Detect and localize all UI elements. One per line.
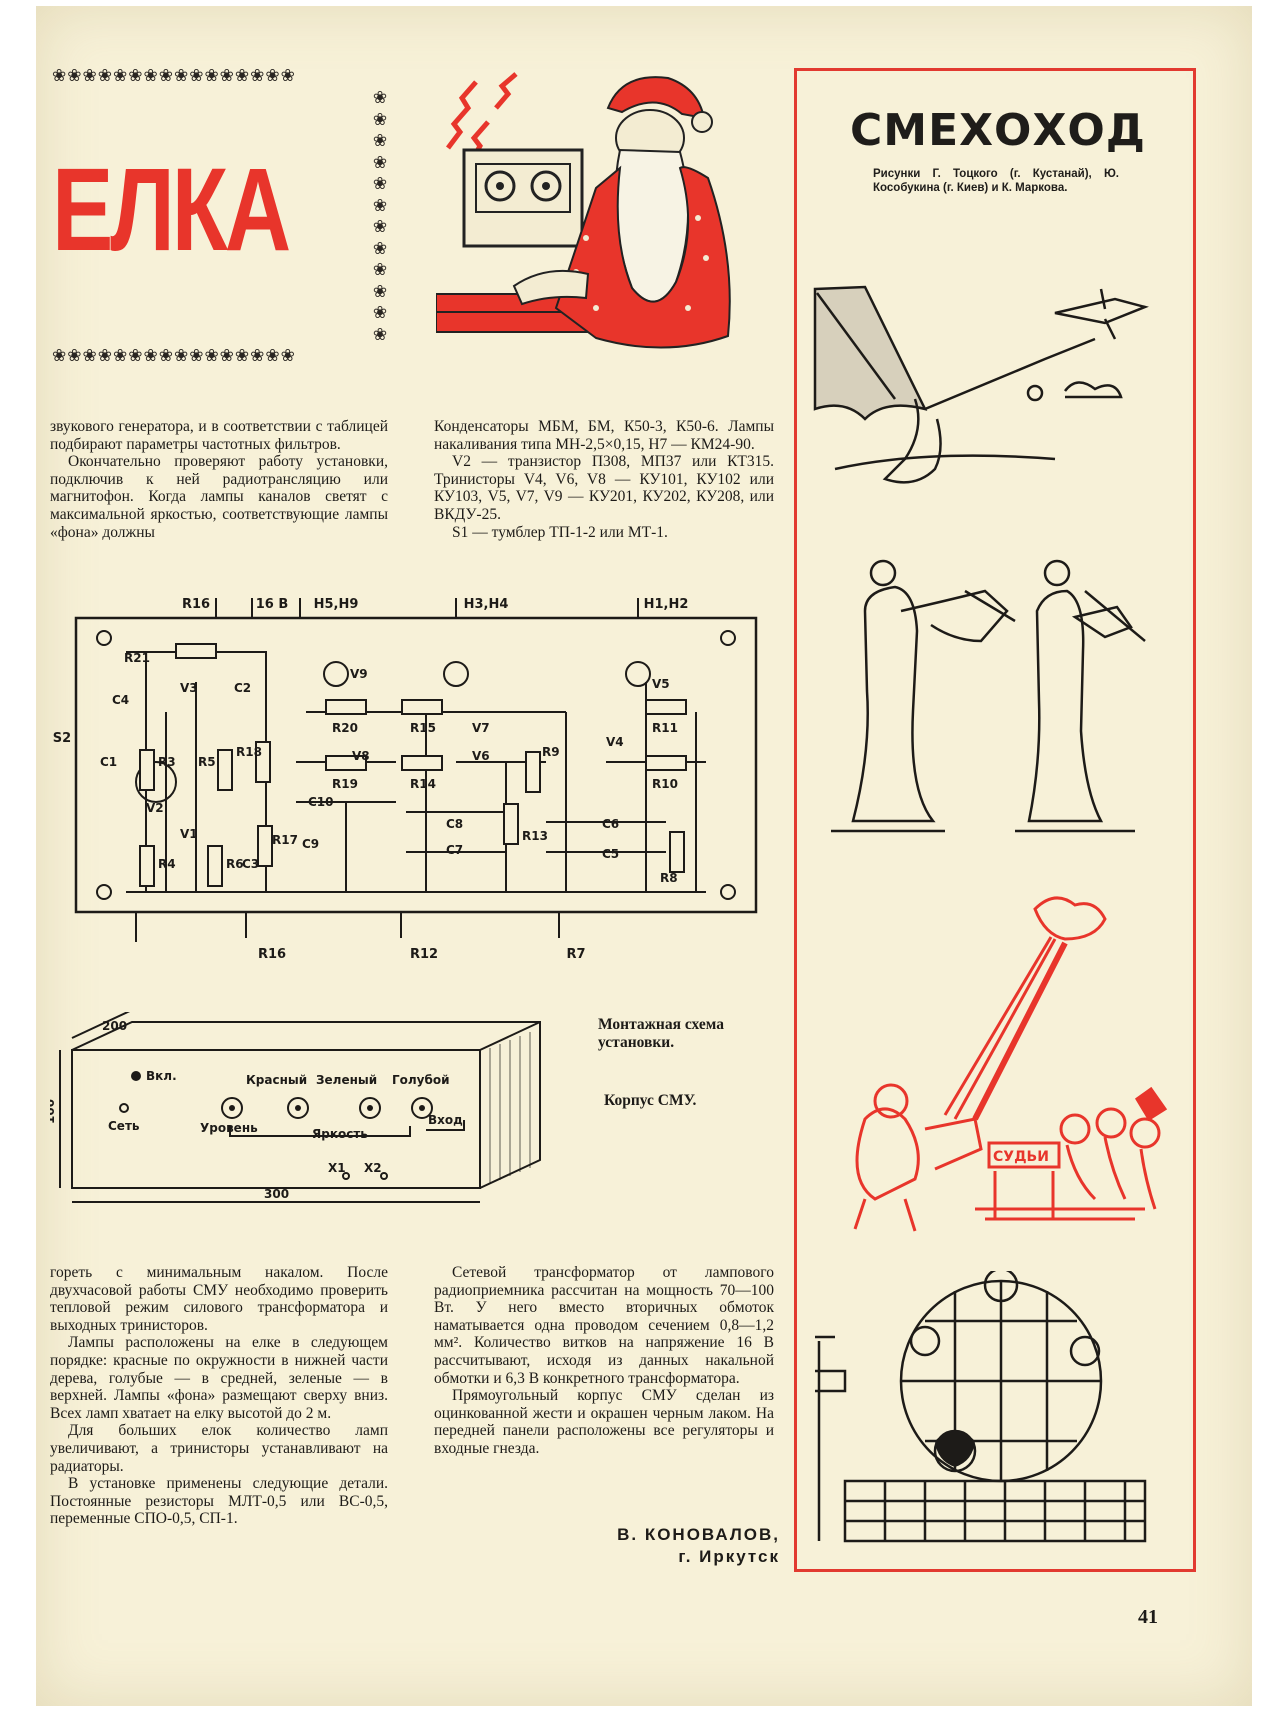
component-label: R14 bbox=[410, 777, 436, 791]
page-number: 41 bbox=[1138, 1606, 1158, 1628]
paragraph: гореть с минимальным накалом. После двух… bbox=[50, 1264, 388, 1334]
schematic-label: R7 bbox=[566, 947, 585, 962]
panel-label: Зеленый bbox=[316, 1073, 377, 1087]
schematic-label: Н5,Н9 bbox=[314, 597, 359, 612]
text-column-bottom-left: гореть с минимальным накалом. После двух… bbox=[50, 1264, 388, 1528]
component-label: C4 bbox=[112, 693, 129, 707]
panel-label: Уровень bbox=[200, 1121, 258, 1135]
text-column-bottom-right: Сетевой трансформатор от лампового радио… bbox=[434, 1264, 774, 1458]
component-label: R9 bbox=[542, 745, 560, 759]
santa-illustration bbox=[436, 72, 731, 349]
component-label: R8 bbox=[660, 871, 678, 885]
enclosure-drawing: 200 100 300 Вкл. Сеть Красный Зеленый Го… bbox=[50, 1012, 541, 1203]
ornament-bottom: ❀❀❀❀❀❀❀❀❀❀❀❀❀❀❀❀ bbox=[52, 346, 296, 366]
sidebar-title: СМЕХОХОД bbox=[850, 105, 1146, 156]
cartoon-bathtub-globe bbox=[815, 1271, 1147, 1543]
component-label: R11 bbox=[652, 721, 678, 735]
component-label: R6 bbox=[226, 857, 244, 871]
component-label: C3 bbox=[242, 857, 259, 871]
panel-label: Сеть bbox=[108, 1119, 140, 1133]
cartoon-sign: СУДЬИ bbox=[993, 1149, 1049, 1165]
component-label: R20 bbox=[332, 721, 358, 735]
text-column-top-right: Конденсаторы МБМ, БМ, К50-3, К50-6. Ламп… bbox=[434, 418, 774, 541]
panel-label: Вход bbox=[428, 1113, 463, 1127]
schematic-label: Н3,Н4 bbox=[464, 597, 509, 612]
schematic-label: R16 bbox=[182, 597, 210, 612]
panel-label: Яркость bbox=[312, 1127, 368, 1141]
ornament-right: ❀❀❀❀❀❀❀❀❀❀❀❀ bbox=[372, 88, 388, 345]
panel-label: X2 bbox=[364, 1161, 382, 1175]
author-name: В. КОНОВАЛОВ, bbox=[617, 1525, 780, 1544]
component-label: V9 bbox=[350, 667, 368, 681]
author-city: г. Иркутск bbox=[678, 1547, 780, 1566]
panel-label: Красный bbox=[246, 1073, 307, 1087]
component-label: V6 bbox=[472, 749, 490, 763]
cartoon-parachute-plane bbox=[813, 285, 1149, 484]
headline: ЕЛКА bbox=[52, 144, 291, 276]
component-label: V5 bbox=[652, 677, 670, 691]
dimension-label: 300 bbox=[264, 1187, 289, 1201]
schematic-label: S2 bbox=[53, 731, 71, 746]
schematic-label: 16 В bbox=[256, 597, 289, 612]
schematic-label: Н1,Н2 bbox=[644, 597, 689, 612]
dimension-label: 200 bbox=[102, 1019, 127, 1033]
component-label: V7 bbox=[472, 721, 490, 735]
component-label: V1 bbox=[180, 827, 198, 841]
text-column-top-left: звукового генератора, и в соответствии с… bbox=[50, 418, 388, 541]
component-label: C6 bbox=[602, 817, 619, 831]
component-label: C8 bbox=[446, 817, 463, 831]
component-label: V3 bbox=[180, 681, 198, 695]
component-label: V2 bbox=[146, 801, 164, 815]
component-label: R3 bbox=[158, 755, 176, 769]
title-frame: ❀❀❀❀❀❀❀❀❀❀❀❀❀❀❀❀ ❀❀❀❀❀❀❀❀❀❀❀❀❀❀❀❀ ❀❀❀❀❀❀… bbox=[52, 66, 392, 366]
component-label: R4 bbox=[158, 857, 176, 871]
paragraph: Сетевой трансформатор от лампового радио… bbox=[434, 1264, 774, 1387]
component-label: C7 bbox=[446, 843, 463, 857]
component-label: C9 bbox=[302, 837, 319, 851]
sidebar-credit: Рисунки Г. Тоцкого (г. Кустанай), Ю. Кос… bbox=[873, 168, 1119, 194]
paragraph: Окончательно проверяют работу установки,… bbox=[50, 453, 388, 541]
paragraph: звукового генератора, и в соответствии с… bbox=[50, 418, 388, 453]
cartoon-violinist bbox=[831, 559, 1146, 833]
component-label: R19 bbox=[332, 777, 358, 791]
component-label: C1 bbox=[100, 755, 117, 769]
paragraph: Прямоугольный корпус СМУ сделан из оцинк… bbox=[434, 1387, 774, 1457]
paragraph: V2 — транзистор П308, МП37 или КТ315. Тр… bbox=[434, 453, 774, 523]
paragraph: Лампы расположены на елке в следующем по… bbox=[50, 1334, 388, 1422]
panel-label: Вкл. bbox=[146, 1069, 177, 1083]
component-label: R18 bbox=[236, 745, 262, 759]
component-label: C5 bbox=[602, 847, 619, 861]
component-label: R10 bbox=[652, 777, 678, 791]
component-label: V8 bbox=[352, 749, 370, 763]
cartoon-referees: СУДЬИ bbox=[853, 896, 1168, 1232]
caption-schematic: Монтажная схема установки. bbox=[598, 1016, 724, 1051]
component-label: R17 bbox=[272, 833, 298, 847]
component-label: R15 bbox=[410, 721, 436, 735]
component-label: V4 bbox=[606, 735, 624, 749]
paragraph: Для больших елок количество ламп увеличи… bbox=[50, 1422, 388, 1475]
ornament-top: ❀❀❀❀❀❀❀❀❀❀❀❀❀❀❀❀ bbox=[52, 66, 296, 86]
panel-label: Голубой bbox=[392, 1073, 450, 1087]
paragraph: S1 — тумблер ТП-1-2 или МТ-1. bbox=[452, 523, 668, 541]
caption-enclosure: Корпус СМУ. bbox=[604, 1092, 697, 1109]
paragraph: Конденсаторы МБМ, БМ, К50-3, К50-6. Ламп… bbox=[434, 418, 774, 453]
author-signature: В. КОНОВАЛОВ, г. Иркутск bbox=[600, 1524, 780, 1568]
dimension-label: 100 bbox=[50, 1099, 57, 1124]
paragraph: В установке применены следующие детали. … bbox=[50, 1475, 388, 1528]
component-label: R13 bbox=[522, 829, 548, 843]
panel-label: X1 bbox=[328, 1161, 346, 1175]
humor-sidebar: СМЕХОХОД Рисунки Г. Тоцкого (г. Кустанай… bbox=[794, 68, 1196, 1572]
schematic-label: R12 bbox=[410, 947, 438, 962]
component-label: R5 bbox=[198, 755, 216, 769]
wiring-schematic: R16 16 В Н5,Н9 Н3,Н4 Н1,Н2 R16 R12 R7 S2… bbox=[53, 597, 758, 962]
component-label: C10 bbox=[308, 795, 334, 809]
schematic-label: R16 bbox=[258, 947, 286, 962]
component-label: R21 bbox=[124, 651, 150, 665]
component-label: C2 bbox=[234, 681, 251, 695]
